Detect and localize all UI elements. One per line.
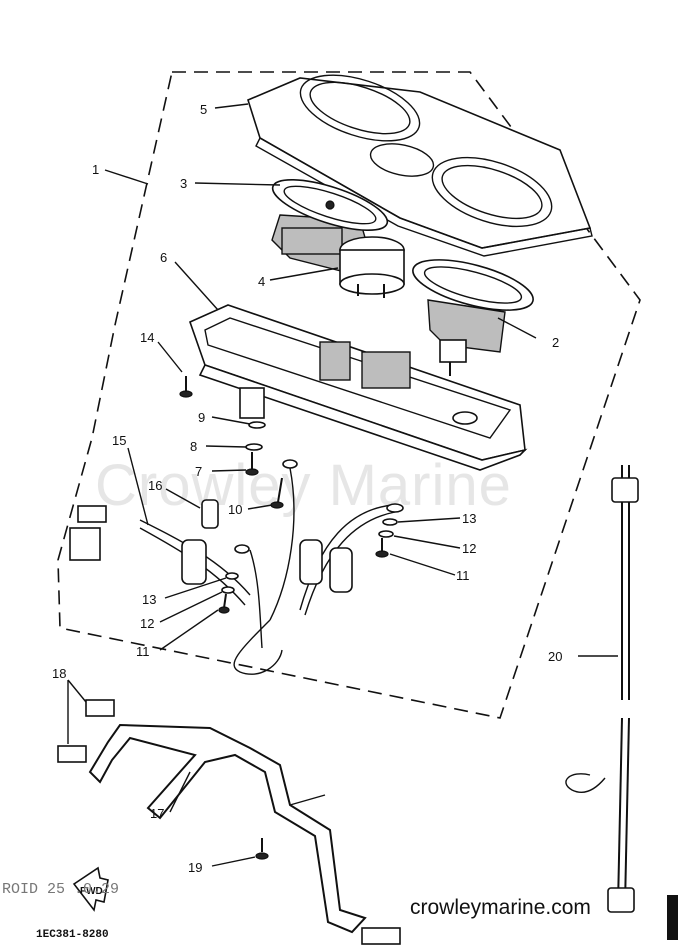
assembly-boundary bbox=[57, 71, 641, 719]
faint-scan-text: ROID 25 .0.29 bbox=[2, 881, 119, 898]
screw-11-right bbox=[375, 538, 389, 558]
callout-6: 6 bbox=[160, 250, 167, 265]
leader-lines bbox=[67, 103, 618, 867]
callout-13-right: 13 bbox=[462, 511, 476, 526]
callout-18: 18 bbox=[52, 666, 66, 681]
watermark-text: Crowley Marine bbox=[95, 453, 512, 518]
edge-marker bbox=[667, 895, 678, 940]
screw-11-left bbox=[218, 593, 230, 614]
callout-16: 16 bbox=[148, 478, 162, 493]
callout-9: 9 bbox=[198, 410, 205, 425]
meter-case bbox=[189, 304, 528, 471]
callout-11-left: 11 bbox=[136, 644, 150, 659]
meter-bracket bbox=[88, 723, 367, 934]
callout-11-right: 11 bbox=[456, 568, 470, 583]
callout-19: 19 bbox=[188, 860, 202, 875]
screw-7 bbox=[245, 452, 259, 476]
lock-washer-12-left bbox=[221, 586, 235, 594]
tachometer-unit bbox=[412, 259, 534, 376]
speedometer-cable bbox=[565, 465, 639, 913]
small-gauge bbox=[339, 236, 405, 298]
screw-10 bbox=[270, 477, 284, 509]
bulb-socket-16 bbox=[201, 499, 219, 529]
callout-15: 15 bbox=[112, 433, 126, 448]
washer-9 bbox=[248, 421, 266, 429]
callout-8: 8 bbox=[190, 439, 197, 454]
lock-washer-8 bbox=[245, 443, 263, 451]
callout-12-right: 12 bbox=[462, 541, 476, 556]
fwd-arrow: FWD bbox=[72, 866, 109, 912]
site-label: crowleymarine.com bbox=[410, 896, 591, 919]
wire-harness bbox=[69, 459, 404, 675]
lock-washer-12-right bbox=[378, 530, 394, 538]
callout-20: 20 bbox=[548, 649, 562, 664]
washer-13-right bbox=[382, 518, 398, 526]
fwd-label: FWD bbox=[80, 886, 103, 897]
callout-10: 10 bbox=[228, 502, 242, 517]
damper-18a bbox=[85, 699, 115, 717]
diagram-code: 1EC381-8280 bbox=[36, 929, 109, 941]
callout-labels: 5 1 3 6 4 2 14 9 8 7 10 15 16 13 12 11 1… bbox=[52, 102, 562, 875]
callout-14: 14 bbox=[140, 330, 154, 345]
damper-18c bbox=[361, 927, 401, 945]
callout-1: 1 bbox=[92, 162, 99, 177]
washer-13-left bbox=[225, 572, 239, 580]
callout-12-left: 12 bbox=[140, 616, 154, 631]
damper-18b bbox=[57, 745, 87, 763]
callout-13-left: 13 bbox=[142, 592, 156, 607]
callout-4: 4 bbox=[258, 274, 265, 289]
callout-5: 5 bbox=[200, 102, 207, 117]
bolt-19 bbox=[255, 838, 269, 860]
callout-7: 7 bbox=[195, 464, 202, 479]
callout-2: 2 bbox=[552, 335, 559, 350]
callout-3: 3 bbox=[180, 176, 187, 191]
meter-cover bbox=[247, 74, 593, 257]
callout-17: 17 bbox=[150, 806, 164, 821]
bracket-tab bbox=[289, 794, 326, 806]
screw-14 bbox=[179, 376, 193, 398]
